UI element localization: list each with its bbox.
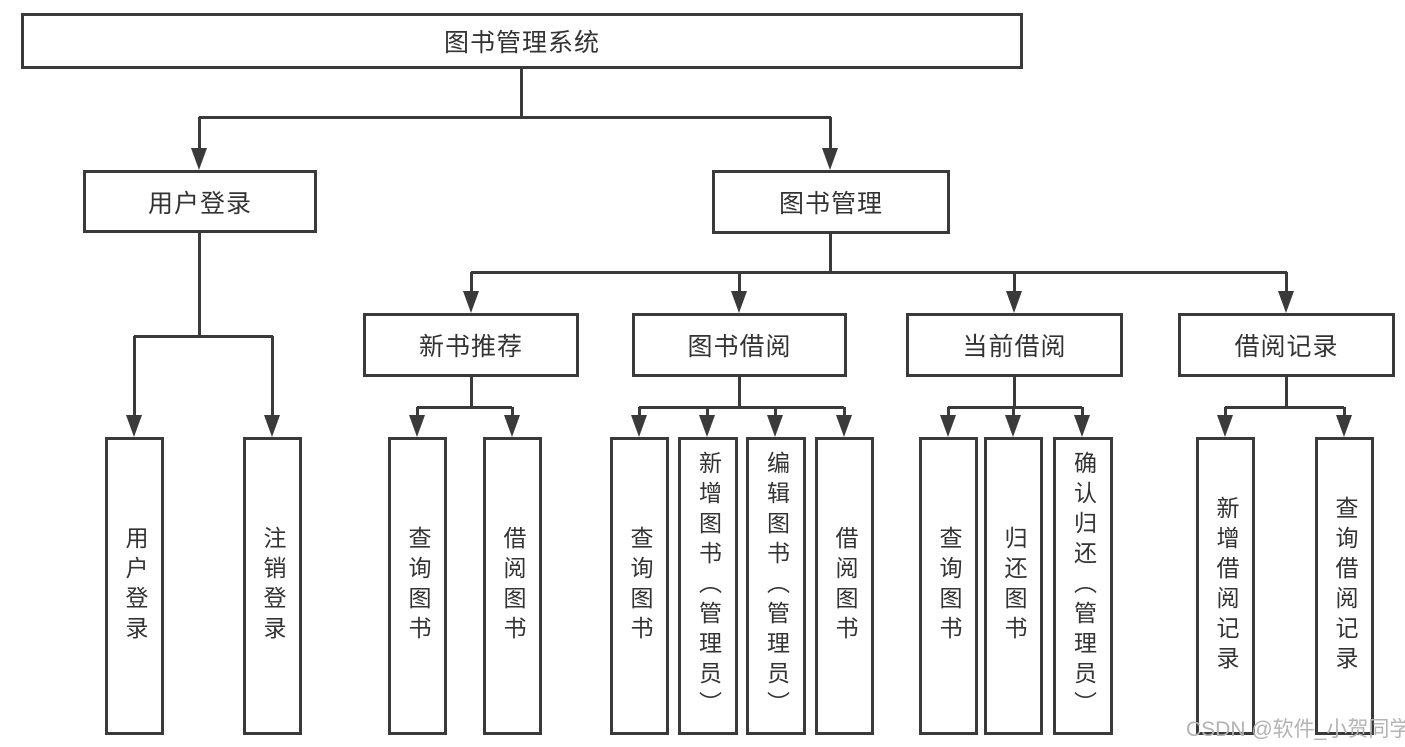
connector-line <box>470 272 473 292</box>
arrow-down-icon <box>1336 415 1352 437</box>
node-book-borrowing: 图书借阅 <box>632 313 847 377</box>
leaf-borrow-book: 借阅图书 <box>815 437 874 735</box>
connector-line <box>1285 272 1288 292</box>
arrow-down-icon <box>1217 415 1233 437</box>
node-label: 图书管理 <box>778 190 883 218</box>
connector-line <box>1081 407 1084 416</box>
node-label: 查询图书 <box>405 526 431 646</box>
node-label: 查询图书 <box>936 526 962 646</box>
connector-line <box>774 407 777 416</box>
arrow-down-icon <box>264 415 280 437</box>
node-label: 借阅图书 <box>500 526 526 646</box>
leaf-query-book-current: 查询图书 <box>919 437 978 735</box>
leaf-logout: 注销登录 <box>243 437 302 735</box>
arrow-down-icon <box>940 415 956 437</box>
leaf-query-book-recommend: 查询图书 <box>388 437 447 735</box>
connector-line <box>520 69 523 117</box>
node-library-management-system: 图书管理系统 <box>21 13 1023 69</box>
arrow-down-icon <box>731 291 747 313</box>
arrow-down-icon <box>1074 415 1090 437</box>
node-label: 用户登录 <box>122 526 148 646</box>
leaf-user-login: 用户登录 <box>105 437 164 735</box>
leaf-confirm-return-admin: 确认归还（管理员） <box>1053 437 1113 735</box>
node-label: 查询借阅记录 <box>1332 496 1358 676</box>
node-new-book-recommendation: 新书推荐 <box>363 313 579 377</box>
connector-line <box>1285 377 1288 407</box>
connector-line <box>199 116 831 119</box>
arrow-down-icon <box>767 415 783 437</box>
connector-line <box>133 336 136 416</box>
connector-line <box>638 407 641 416</box>
node-label: 新增借阅记录 <box>1213 496 1239 676</box>
connector-line <box>639 406 844 409</box>
node-label: 用户登录 <box>147 189 252 218</box>
connector-line <box>948 406 1082 409</box>
connector-line <box>417 406 512 409</box>
connector-line <box>470 377 473 407</box>
arrow-down-icon <box>191 148 207 170</box>
leaf-add-borrow-record: 新增借阅记录 <box>1196 437 1255 735</box>
node-current-borrowing: 当前借阅 <box>906 313 1123 377</box>
node-label: 编辑图书（管理员） <box>763 451 790 721</box>
node-user-login: 用户登录 <box>83 170 317 233</box>
arrow-down-icon <box>409 415 425 437</box>
leaf-add-book-admin: 新增图书（管理员） <box>678 437 738 735</box>
connector-line <box>416 407 419 416</box>
arrow-down-icon <box>699 415 715 437</box>
leaf-query-borrow-record: 查询借阅记录 <box>1315 437 1374 735</box>
connector-line <box>829 234 832 272</box>
connector-line <box>198 233 201 336</box>
node-label: 新书推荐 <box>418 333 523 361</box>
connector-line <box>1012 407 1015 416</box>
node-label: 新增图书（管理员） <box>695 451 722 721</box>
arrow-down-icon <box>631 415 647 437</box>
connector-line <box>1343 407 1346 416</box>
leaf-borrow-book-recommend: 借阅图书 <box>483 437 542 735</box>
node-book-management: 图书管理 <box>712 170 950 234</box>
node-label: 注销登录 <box>260 526 286 646</box>
node-label: 借阅记录 <box>1234 333 1339 361</box>
arrow-down-icon <box>463 291 479 313</box>
connector-line <box>198 117 201 149</box>
watermark: CSDN @软件_小贺同学 <box>1186 718 1405 741</box>
arrow-down-icon <box>126 415 142 437</box>
connector-line <box>947 407 950 416</box>
arrow-down-icon <box>1278 291 1294 313</box>
node-borrowing-records: 借阅记录 <box>1178 313 1395 377</box>
connector-line <box>1225 406 1344 409</box>
connector-line <box>1013 377 1016 407</box>
node-label: 查询图书 <box>627 526 653 646</box>
node-label: 当前借阅 <box>962 333 1067 361</box>
connector-line <box>829 117 832 149</box>
leaf-return-book: 归还图书 <box>984 437 1043 735</box>
node-label: 借阅图书 <box>832 526 858 646</box>
connector-line <box>1013 272 1016 292</box>
connector-line <box>1224 407 1227 416</box>
arrow-down-icon <box>1006 291 1022 313</box>
arrow-down-icon <box>836 415 852 437</box>
leaf-query-book-borrowing: 查询图书 <box>610 437 669 735</box>
connector-line <box>511 407 514 416</box>
arrow-down-icon <box>504 415 520 437</box>
node-label: 图书管理系统 <box>443 29 600 57</box>
connector-line <box>134 335 273 338</box>
node-label: 图书借阅 <box>687 333 792 361</box>
connector-line <box>471 271 1287 274</box>
connector-line <box>271 336 274 416</box>
arrow-down-icon <box>822 148 838 170</box>
node-label: 确认归还（管理员） <box>1070 451 1097 721</box>
connector-line <box>706 407 709 416</box>
connector-line <box>843 407 846 416</box>
connector-line <box>738 272 741 292</box>
leaf-edit-book-admin: 编辑图书（管理员） <box>746 437 806 735</box>
connector-line <box>738 377 741 407</box>
node-label: 归还图书 <box>1001 526 1027 646</box>
arrow-down-icon <box>1005 415 1021 437</box>
